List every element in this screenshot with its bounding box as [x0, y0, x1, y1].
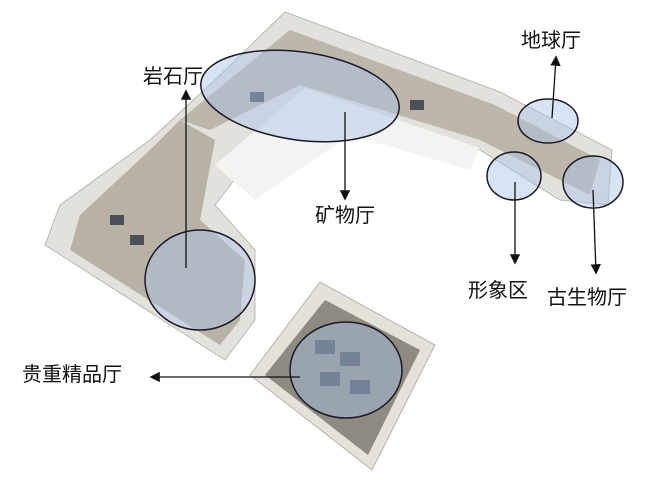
- label-precious-hall: 贵重精品厅: [22, 362, 122, 386]
- paleontology-hall-highlight: [562, 155, 624, 209]
- label-image-area: 形象区: [468, 278, 528, 302]
- label-mineral-hall: 矿物厅: [315, 203, 375, 227]
- earth-hall-highlight: [517, 98, 579, 144]
- label-rock-hall: 岩石厅: [143, 64, 203, 88]
- left-wing-floor: [70, 120, 245, 345]
- precious-hall-highlight: [289, 321, 403, 419]
- image-area-highlight: [486, 151, 542, 201]
- mineral-hall-highlight: [200, 49, 400, 143]
- courtyard: [215, 88, 480, 200]
- paleontology-hall-arrow: [590, 189, 601, 275]
- rock-hall-highlight: [144, 229, 256, 331]
- earth-hall-arrow: [550, 55, 561, 119]
- top-wing-floor: [180, 30, 600, 195]
- label-paleontology-hall: 古生物厅: [547, 285, 627, 309]
- display-cases: [110, 92, 424, 394]
- label-earth-hall: 地球厅: [521, 28, 581, 52]
